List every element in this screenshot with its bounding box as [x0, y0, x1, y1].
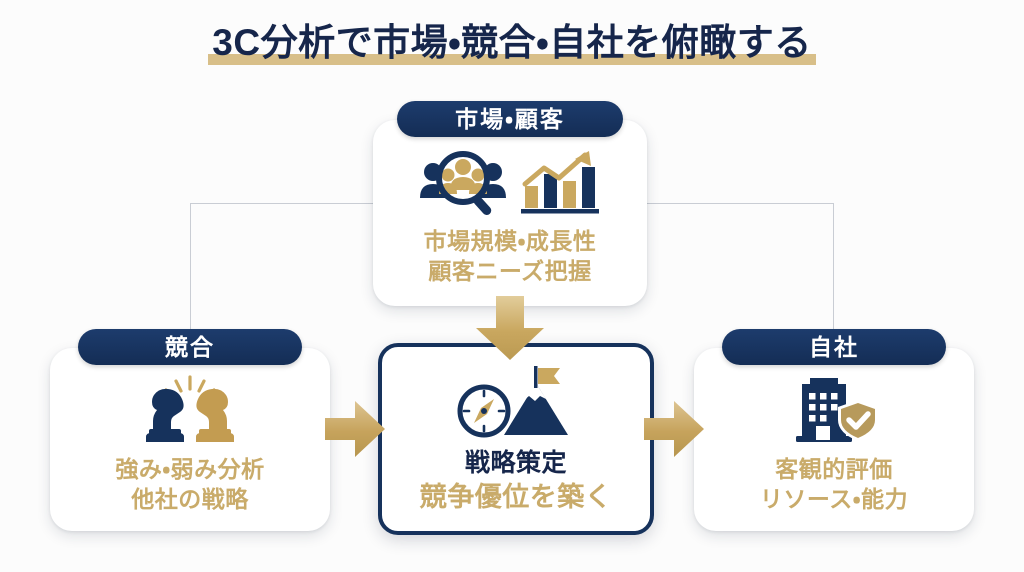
building-shield-check-icon — [786, 374, 882, 448]
people-magnifier-bar-chart-icon — [417, 146, 603, 220]
page-title: 3C分析で市場・競合・自社を俯瞰する — [0, 20, 1024, 66]
title-underline-bar — [208, 54, 816, 66]
card-strategy-line2: 競争優位を築く — [419, 481, 613, 512]
card-market-line2: 顧客ニーズ把握 — [428, 258, 592, 285]
card-company[interactable]: 自社 — [694, 329, 974, 531]
card-company-line1: 客観的評価 — [775, 456, 893, 482]
badge-company: 自社 — [722, 329, 946, 365]
compass-mountain-flag-icon — [450, 365, 582, 441]
card-strategy[interactable]: 戦略策定 競争優位を築く — [378, 343, 654, 535]
arrow-competitor-to-strategy — [325, 398, 387, 465]
card-strategy-line1: 戦略策定 — [464, 449, 567, 477]
card-competitor-line1: 強み・弱み分析 — [115, 456, 265, 482]
card-company-line2: リソース・能力 — [759, 486, 909, 513]
page-title-text: 3C分析で市場・競合・自社を俯瞰する — [212, 22, 812, 63]
card-market-line1: 市場規模・成長性 — [423, 228, 597, 254]
card-competitor[interactable]: 競合 — [50, 329, 330, 531]
arrow-strategy-to-company — [644, 398, 706, 465]
chess-knights-icon — [126, 374, 254, 448]
card-market[interactable]: 市場・顧客 — [373, 101, 647, 306]
card-competitor-line2: 他社の戦略 — [131, 486, 249, 513]
badge-competitor: 競合 — [78, 329, 302, 365]
badge-market: 市場・顧客 — [397, 101, 623, 137]
arrow-market-to-strategy — [474, 296, 546, 367]
